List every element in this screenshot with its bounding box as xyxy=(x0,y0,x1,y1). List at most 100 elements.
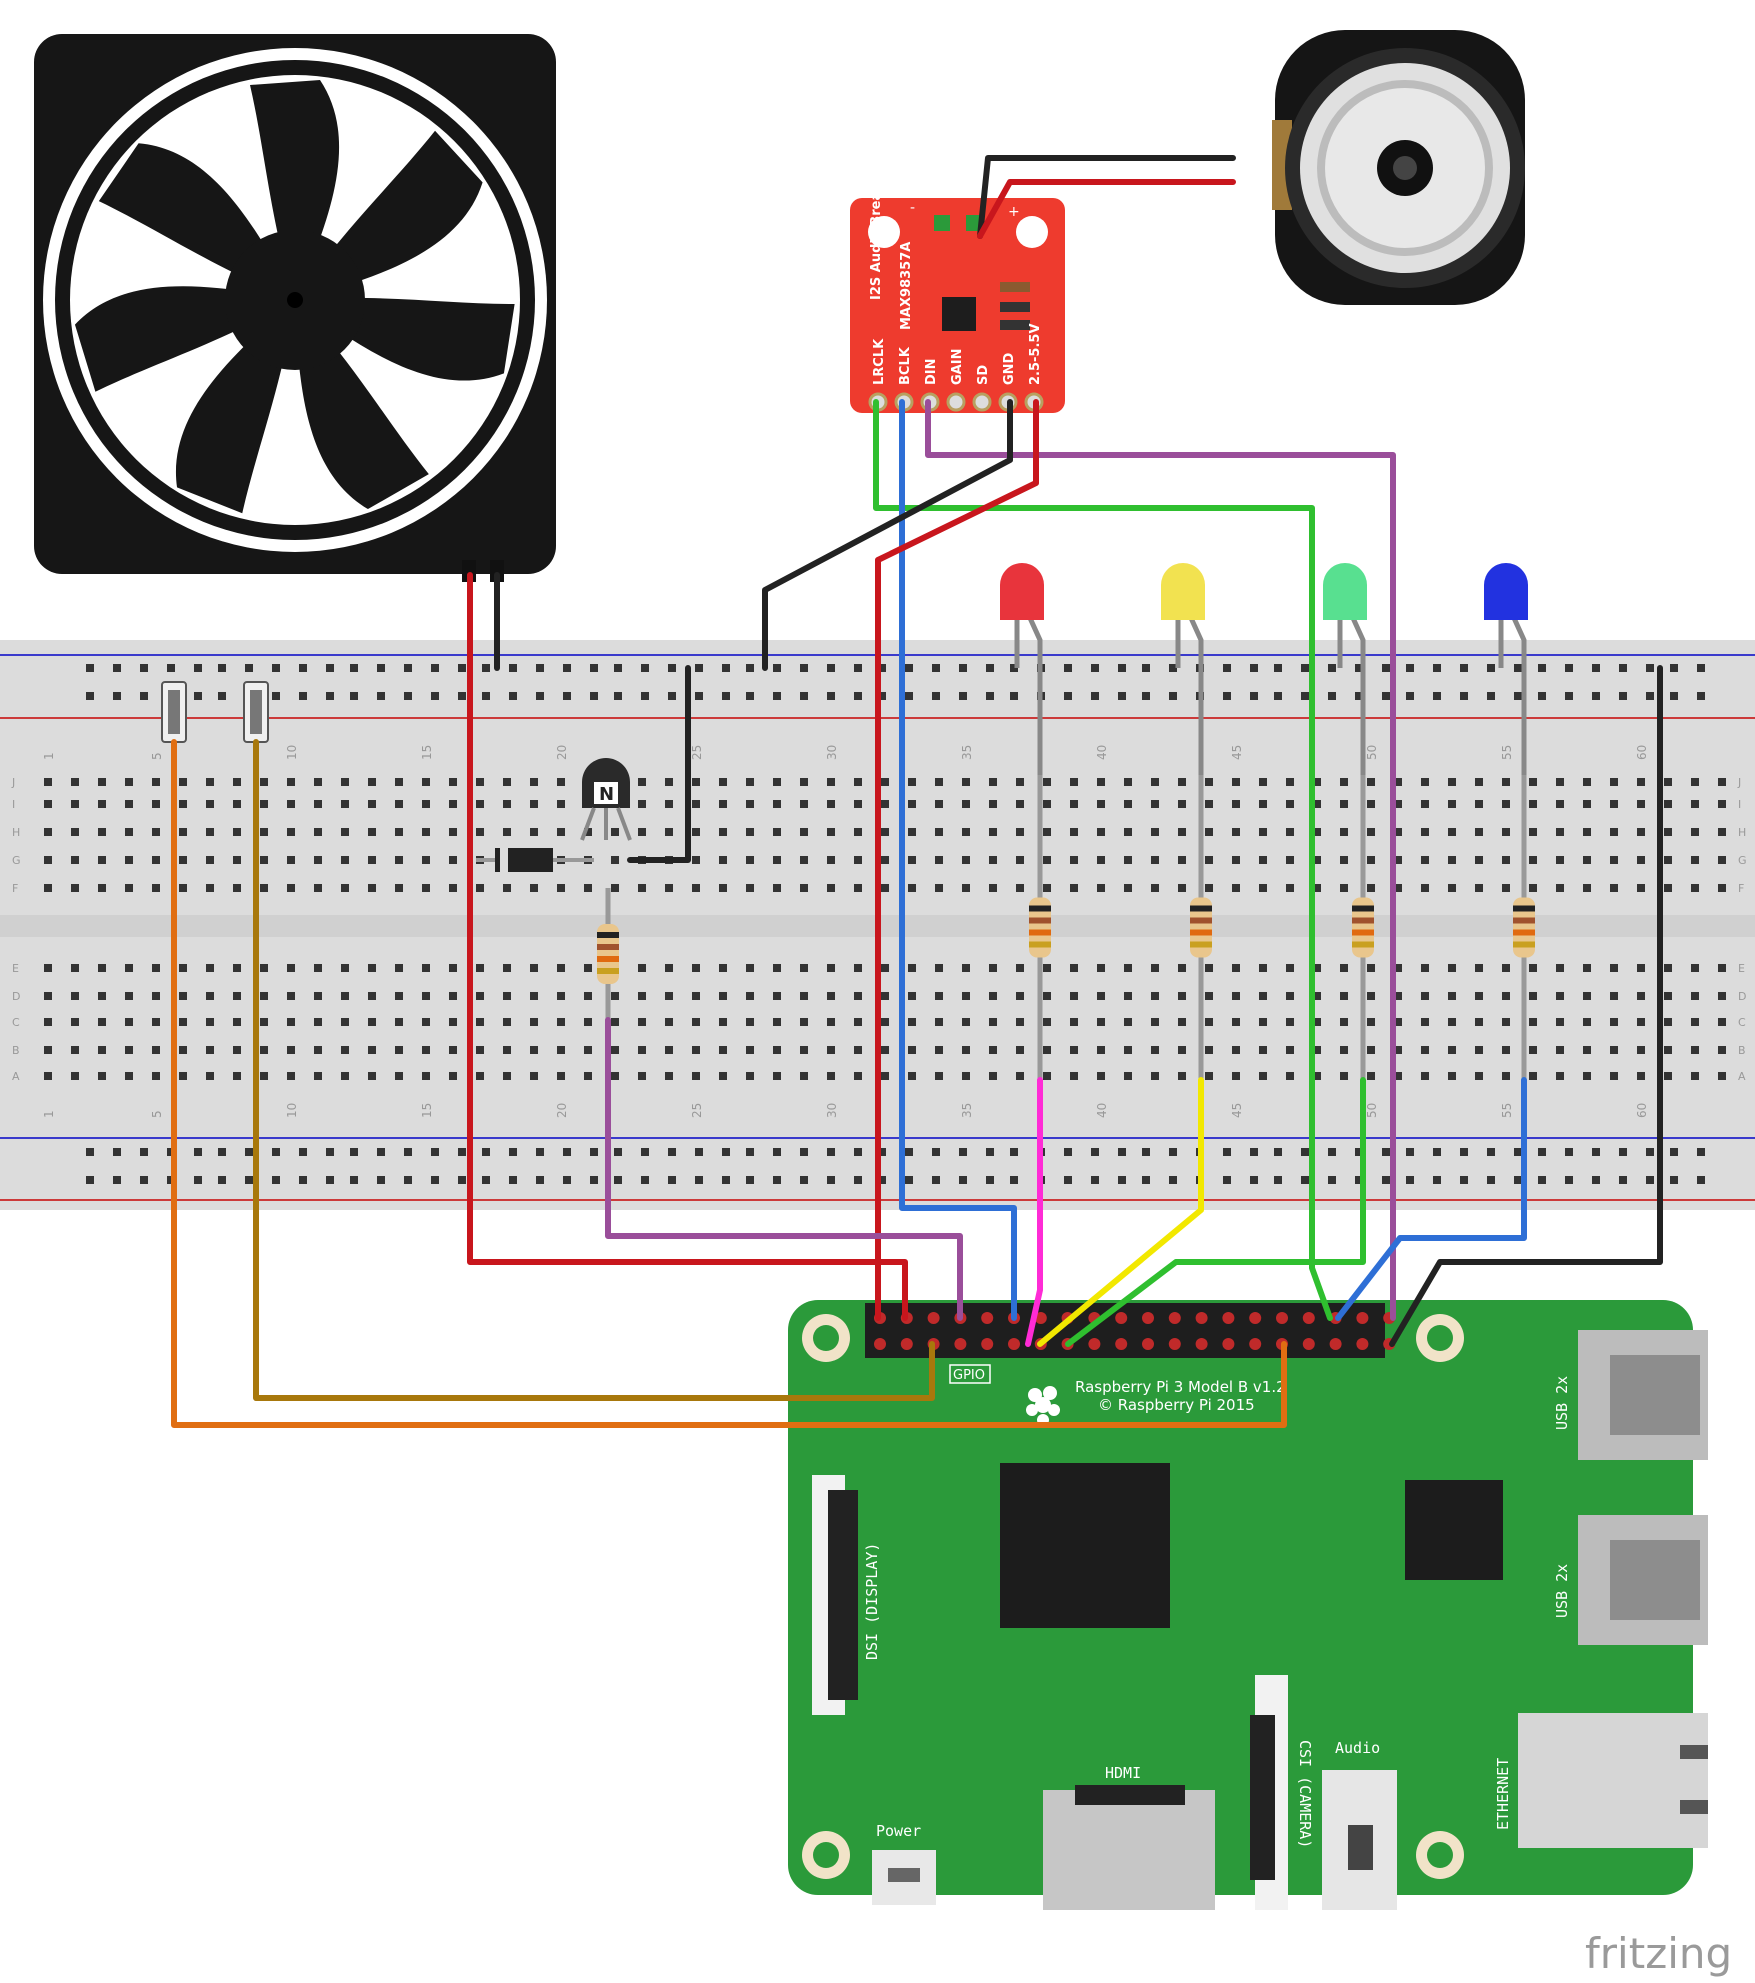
breadboard-hole xyxy=(1475,856,1483,864)
breadboard-hole xyxy=(314,1018,322,1026)
breadboard-hole xyxy=(1394,800,1402,808)
breadboard-hole xyxy=(395,964,403,972)
breadboard-hole xyxy=(449,1046,457,1054)
breadboard-hole xyxy=(1556,1018,1564,1026)
breadboard-hole xyxy=(1448,856,1456,864)
column-number: 20 xyxy=(555,1103,569,1118)
gpio-pin xyxy=(1249,1338,1262,1350)
breadboard-hole xyxy=(1232,1046,1240,1054)
rail-hole xyxy=(1382,692,1390,700)
rail-hole xyxy=(563,1176,571,1184)
rail-hole xyxy=(1223,1176,1231,1184)
breadboard-hole xyxy=(152,964,160,972)
rail-hole xyxy=(482,692,490,700)
rail-hole xyxy=(827,1176,835,1184)
rail-hole xyxy=(641,692,649,700)
breadboard-hole xyxy=(1097,992,1105,1000)
transistor-leg xyxy=(580,807,596,841)
breadboard-hole xyxy=(854,1072,862,1080)
breadboard-hole xyxy=(368,856,376,864)
breadboard-hole xyxy=(908,1046,916,1054)
rail-hole xyxy=(113,664,121,672)
rail-hole xyxy=(1406,664,1414,672)
breadboard-hole xyxy=(665,964,673,972)
rail-hole xyxy=(905,692,913,700)
rail-hole xyxy=(1619,1148,1627,1156)
amp-minus-label: - xyxy=(910,200,915,216)
rail-hole xyxy=(800,1148,808,1156)
breadboard-hole xyxy=(1421,1018,1429,1026)
breadboard-hole xyxy=(989,884,997,892)
yellow-wire xyxy=(1037,1077,1204,1347)
rail-hole xyxy=(1619,692,1627,700)
breadboard-hole xyxy=(287,964,295,972)
rail-hole xyxy=(404,1176,412,1184)
breadboard-hole xyxy=(206,856,214,864)
green-wire xyxy=(1065,1077,1366,1347)
rail-hole xyxy=(590,1148,598,1156)
rail-hole xyxy=(773,692,781,700)
breadboard-hole xyxy=(449,828,457,836)
breadboard-hole xyxy=(1178,828,1186,836)
breadboard-hole xyxy=(1502,828,1510,836)
breadboard-hole xyxy=(341,856,349,864)
black-wire xyxy=(627,665,691,863)
breadboard-hole xyxy=(1151,828,1159,836)
gpio-pin xyxy=(1329,1338,1342,1350)
breadboard-hole xyxy=(638,778,646,786)
breadboard-hole xyxy=(152,1018,160,1026)
column-number: 45 xyxy=(1230,1103,1244,1118)
rail-hole xyxy=(932,664,940,672)
breadboard-hole xyxy=(1718,1018,1726,1026)
amp-pin-label: SD xyxy=(976,365,991,385)
breadboard-hole xyxy=(341,1046,349,1054)
transistor-type: N xyxy=(599,784,614,805)
breadboard-hole xyxy=(800,856,808,864)
breadboard-hole xyxy=(1421,964,1429,972)
rail-hole xyxy=(959,664,967,672)
breadboard-hole xyxy=(152,992,160,1000)
rail-hole xyxy=(854,1148,862,1156)
resistor-band xyxy=(1190,941,1212,948)
breadboard-hole xyxy=(1718,992,1726,1000)
breadboard-hole xyxy=(1448,992,1456,1000)
breadboard-hole xyxy=(449,856,457,864)
breadboard-hole xyxy=(314,1072,322,1080)
breadboard-hole xyxy=(827,856,835,864)
breadboard-hole xyxy=(260,992,268,1000)
rail-hole xyxy=(1565,1176,1573,1184)
breadboard-hole xyxy=(233,800,241,808)
blue-wire xyxy=(1335,1077,1527,1321)
row-letter: H xyxy=(12,826,20,839)
rail-hole xyxy=(746,692,754,700)
breadboard-hole xyxy=(179,778,187,786)
breadboard-hole xyxy=(1259,1072,1267,1080)
breadboard-hole xyxy=(881,1018,889,1026)
breadboard-hole xyxy=(908,778,916,786)
breadboard-hole xyxy=(368,778,376,786)
breadboard-hole xyxy=(1205,1018,1213,1026)
breadboard-hole xyxy=(962,828,970,836)
breadboard-hole xyxy=(1502,992,1510,1000)
breadboard-hole xyxy=(395,778,403,786)
breadboard-hole xyxy=(530,1072,538,1080)
breadboard-hole xyxy=(962,1046,970,1054)
amp-pin-label: BCLK xyxy=(898,346,913,385)
breadboard-hole xyxy=(854,1046,862,1054)
rail-hole xyxy=(326,1148,334,1156)
breadboard-hole xyxy=(1205,884,1213,892)
diode-band xyxy=(500,848,508,872)
gpio-pin xyxy=(954,1338,967,1350)
breadboard-hole xyxy=(1286,1046,1294,1054)
rail-hole xyxy=(905,1176,913,1184)
rail-hole xyxy=(86,1176,94,1184)
breadboard-hole xyxy=(692,884,700,892)
amp-pin xyxy=(946,392,966,412)
breadboard-hole xyxy=(827,1072,835,1080)
rail-hole xyxy=(1382,1176,1390,1184)
breadboard-hole xyxy=(1286,992,1294,1000)
gpio-pin xyxy=(1168,1338,1181,1350)
breadboard-hole xyxy=(908,1018,916,1026)
breadboard-hole xyxy=(71,828,79,836)
breadboard-hole xyxy=(1070,884,1078,892)
